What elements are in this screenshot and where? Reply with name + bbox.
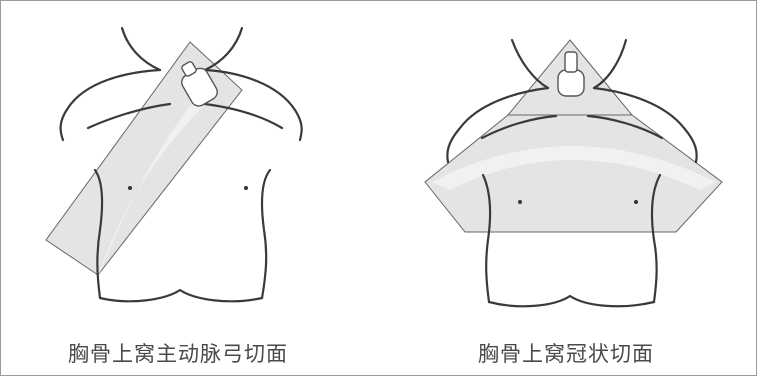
left-neck-left xyxy=(120,26,162,72)
left-shoulder-left xyxy=(59,68,162,142)
right-lower-body xyxy=(487,294,656,308)
left-shoulder-right xyxy=(203,68,303,142)
panel-right-illustration xyxy=(424,38,723,308)
right-beam-sector xyxy=(432,146,716,190)
right-nipple-2 xyxy=(634,200,638,204)
left-nipple-1 xyxy=(128,186,132,190)
left-imaging-plane xyxy=(45,41,243,276)
right-imaging-plane-lower xyxy=(424,114,723,233)
caption-coronal-view: 胸骨上窝冠状切面 xyxy=(478,342,654,366)
ultrasound-probe-icon xyxy=(181,61,218,107)
ultrasound-probe-icon xyxy=(557,51,585,97)
left-nipple-2 xyxy=(244,186,248,190)
right-torso-right xyxy=(650,173,662,304)
right-neck-right xyxy=(592,38,628,90)
left-lower-body xyxy=(98,288,264,303)
caption-aortic-arch-view: 胸骨上窝主动脉弓切面 xyxy=(68,342,288,366)
left-clavicle-right xyxy=(203,102,284,130)
right-clavicle-left xyxy=(480,114,558,140)
left-torso-right xyxy=(260,168,272,300)
right-nipple-1 xyxy=(518,200,522,204)
left-torso-left xyxy=(93,168,104,300)
right-shoulder-right xyxy=(592,86,698,164)
right-shoulder-left xyxy=(446,86,550,164)
left-neck-right xyxy=(203,26,244,72)
right-torso-left xyxy=(481,173,492,304)
right-neck-left xyxy=(510,38,550,90)
left-clavicle-left xyxy=(86,102,172,130)
right-clavicle-right xyxy=(586,114,664,140)
panel-left-illustration xyxy=(45,26,303,303)
